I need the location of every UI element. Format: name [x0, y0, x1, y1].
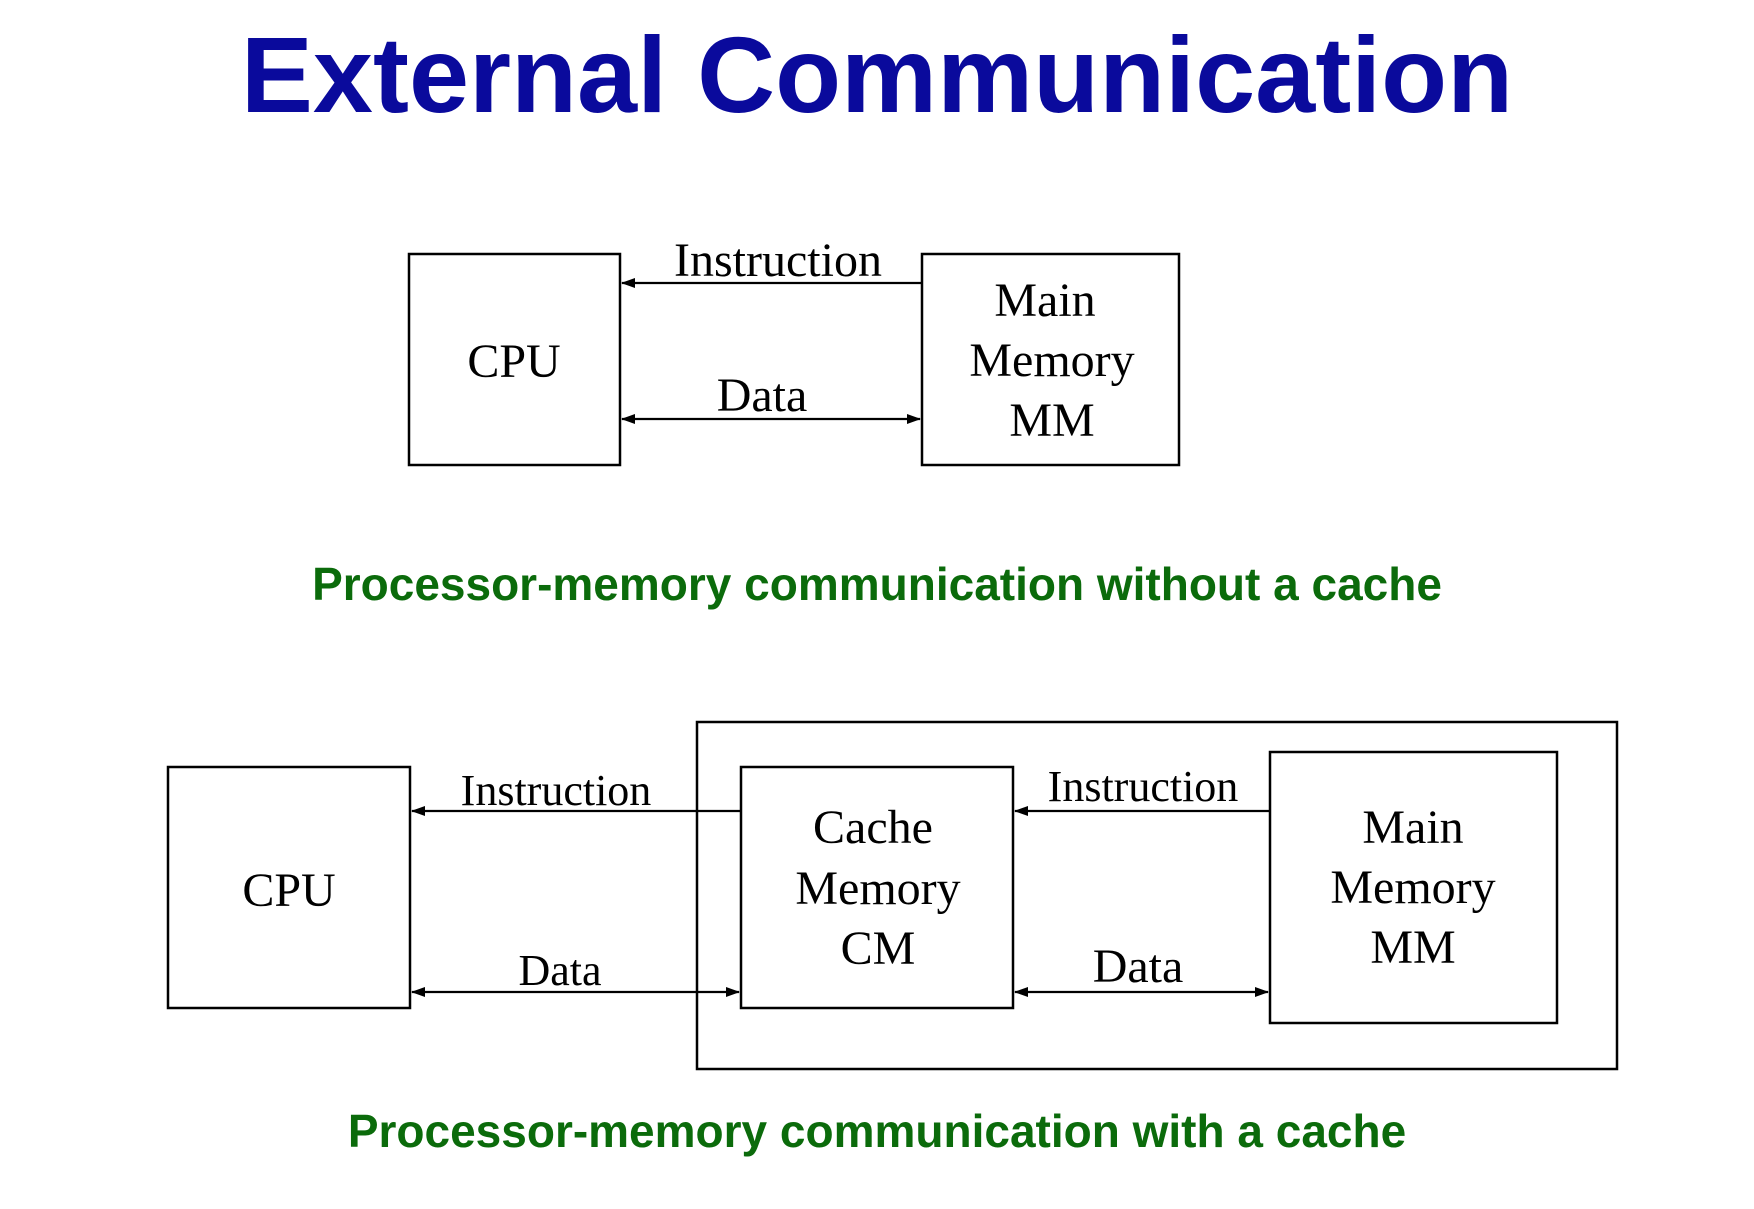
main-memory-2-label-line3: MM — [1370, 921, 1455, 974]
diagram-without-cache: CPU Main Memory MM Instruction Data — [407, 234, 1181, 467]
data-label-right: Data — [1093, 940, 1184, 993]
main-memory-2-label-line1: Main — [1362, 801, 1463, 854]
main-memory-label-line1: Main — [994, 274, 1095, 327]
cpu-box — [407, 252, 622, 467]
instruction-label-left: Instruction — [461, 766, 652, 815]
cache-memory-label-line2: Memory — [795, 862, 960, 915]
data-label: Data — [717, 369, 808, 422]
main-memory-box-2 — [1268, 750, 1559, 1025]
main-memory-2-label-line2: Memory — [1330, 861, 1495, 914]
instruction-label-right: Instruction — [1048, 762, 1239, 811]
cache-memory-label-line1: Cache — [813, 801, 933, 854]
instruction-label: Instruction — [674, 234, 882, 287]
caption-with-cache: Processor-memory communication with a ca… — [347, 1105, 1407, 1157]
data-label-left: Data — [518, 946, 601, 995]
cpu-label-2: CPU — [242, 864, 335, 917]
cache-memory-box — [739, 765, 1015, 1010]
memory-system-enclosure — [695, 720, 1619, 1071]
cpu-label: CPU — [467, 335, 560, 388]
page-title: External Communication — [240, 14, 1514, 135]
caption-without-cache: Processor-memory communication without a… — [312, 558, 1442, 610]
main-memory-box — [920, 252, 1181, 467]
main-memory-label-line3: MM — [1009, 394, 1094, 447]
main-memory-label-line2: Memory — [969, 334, 1134, 387]
cache-memory-label-line3: CM — [841, 922, 916, 975]
cpu-box-2 — [166, 765, 412, 1010]
diagram-with-cache: CPU Cache Memory CM Main Memory MM Instr… — [166, 720, 1619, 1071]
